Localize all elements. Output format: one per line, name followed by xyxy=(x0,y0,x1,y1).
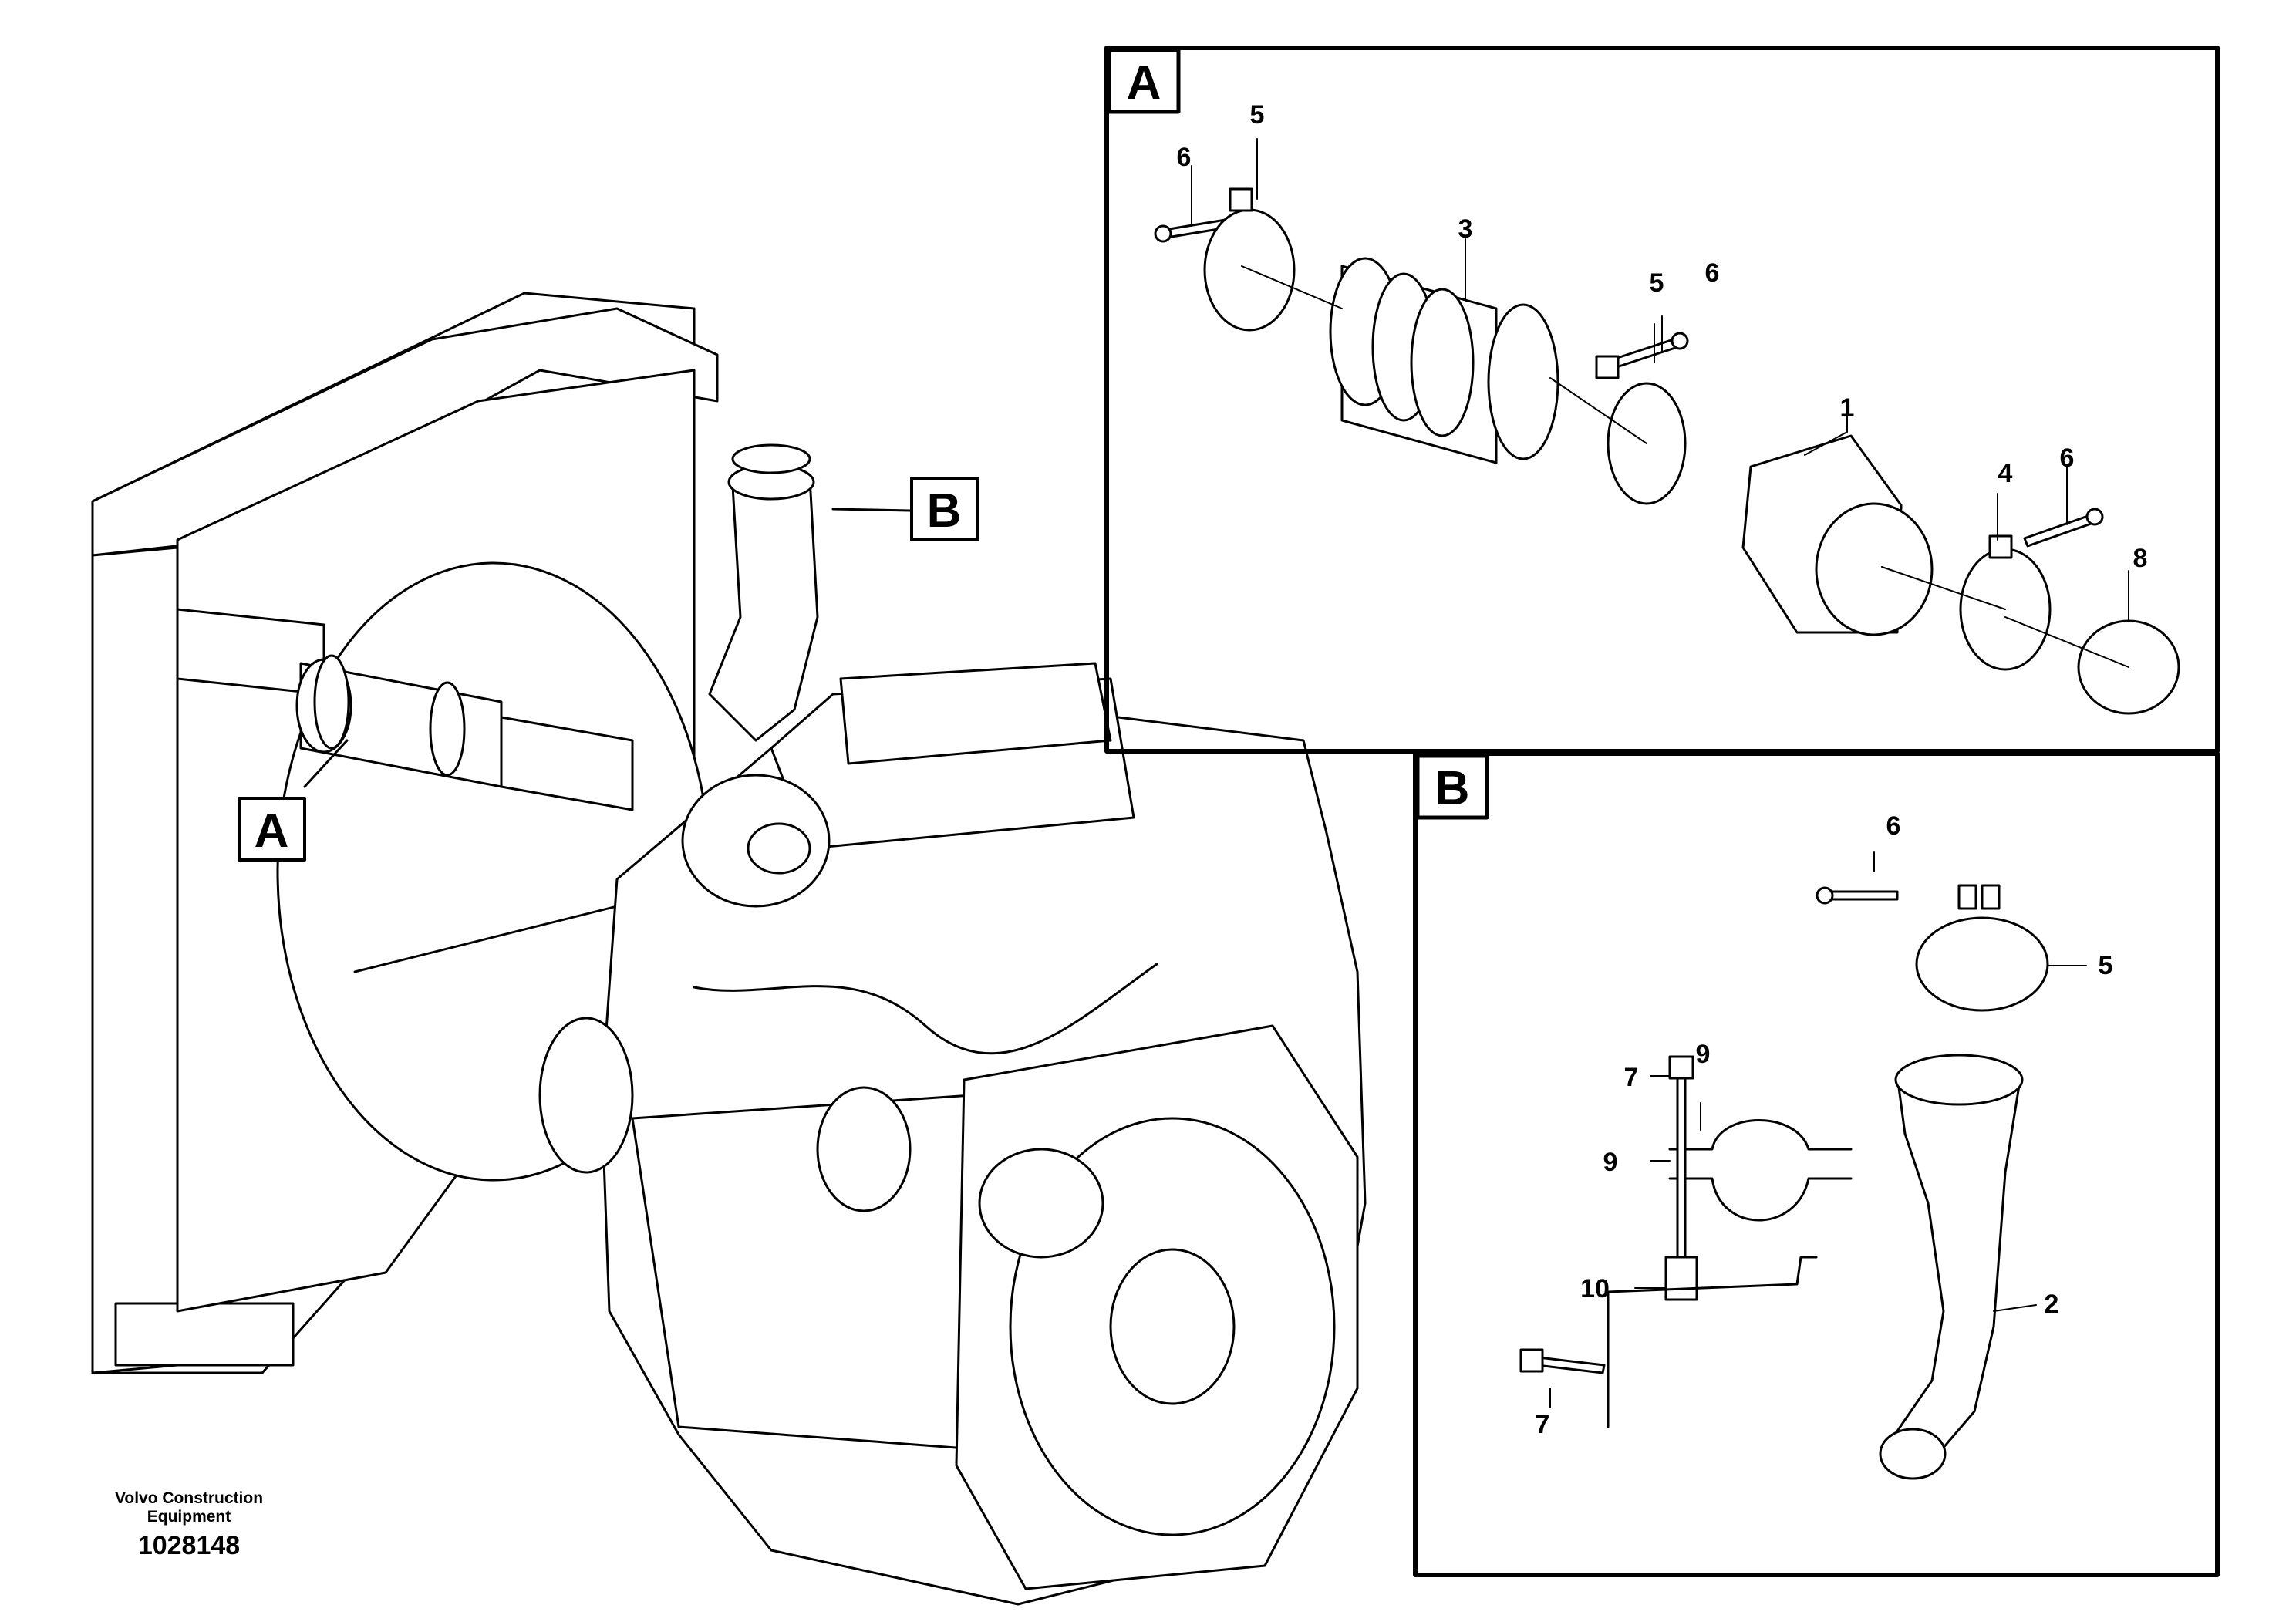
engine-assembly-drawing xyxy=(91,292,1367,1606)
callout-b xyxy=(910,477,979,541)
bolt-6-b xyxy=(1826,890,1899,901)
item-number: 8 xyxy=(2133,544,2148,573)
callout-a-label: A xyxy=(255,804,289,858)
wiring-harness xyxy=(693,963,1158,1055)
oil-filter xyxy=(978,1148,1104,1259)
starter-motor xyxy=(816,1086,912,1212)
pipe-b xyxy=(708,477,819,742)
company-name: Volvo Construction Equipment xyxy=(85,1489,293,1526)
illustration-number: 1028148 xyxy=(137,1531,241,1560)
radiator-bracket xyxy=(114,1302,295,1367)
bracket-10-block xyxy=(1664,1256,1698,1301)
pipe-2 xyxy=(1888,1074,2022,1467)
detail-b-frame xyxy=(1413,751,2220,1577)
item-number: 2 xyxy=(2045,1290,2059,1319)
item-number: 6 xyxy=(2060,443,2075,473)
item-number: 5 xyxy=(1650,268,1664,298)
item-number: 5 xyxy=(1250,100,1265,130)
bracket-10 xyxy=(1607,1256,1818,1428)
flywheel-hub xyxy=(1109,1248,1236,1405)
detail-b-leaders xyxy=(1549,851,2087,1408)
item-number: 9 xyxy=(1696,1040,1711,1069)
clamp-5-b xyxy=(1915,916,2049,1012)
item-number: 9 xyxy=(1603,1148,1618,1177)
turbo-outlet xyxy=(747,822,811,875)
engine-rocker-cover xyxy=(839,662,1112,765)
company-line-1: Volvo Construction xyxy=(114,1489,264,1507)
pipe-a-connector xyxy=(500,716,634,811)
clamp-9-lower xyxy=(1668,1177,1853,1222)
radiator-side-panel xyxy=(91,546,179,1374)
hose-3-end xyxy=(1487,303,1559,460)
item-number: 6 xyxy=(1886,811,1901,841)
pipe-a-clamp-2 xyxy=(429,681,466,777)
detail-b-tab xyxy=(1415,754,1489,820)
detail-a-tab-label: A xyxy=(1127,56,1161,110)
item-number: 4 xyxy=(1998,459,2013,488)
callout-a-pointer xyxy=(303,739,349,788)
company-line-2: Equipment xyxy=(147,1508,231,1526)
detail-a-leaders xyxy=(1191,138,2129,668)
item-number: 1 xyxy=(1840,393,1855,423)
item-number: 6 xyxy=(1177,143,1192,172)
item-number: 7 xyxy=(1536,1410,1550,1439)
item-number: 3 xyxy=(1458,214,1473,244)
detail-a-parts xyxy=(1154,138,2180,715)
item-number: 5 xyxy=(2099,951,2113,980)
detail-b-tab-label: B xyxy=(1435,762,1470,815)
item-number: 7 xyxy=(1624,1063,1639,1092)
item-number: 10 xyxy=(1580,1274,1610,1303)
pulley xyxy=(538,1017,634,1174)
pipe-2-bottom xyxy=(1879,1428,1947,1480)
pipe-b-clamp xyxy=(731,443,811,474)
detail-b-parts xyxy=(1519,851,2087,1480)
pipe-2-top xyxy=(1894,1054,2024,1106)
bolt-7-b1 xyxy=(1676,1074,1687,1282)
item-number: 6 xyxy=(1705,258,1720,288)
clamp-9-upper xyxy=(1668,1119,1853,1151)
engine-lower-housing xyxy=(631,1094,989,1452)
callout-b-label: B xyxy=(927,484,962,538)
bolt-6-a3 xyxy=(2023,514,2095,548)
pipe-a-clamp-1 xyxy=(313,654,350,750)
bolt-7-b2 xyxy=(1536,1356,1606,1374)
detail-a-tab xyxy=(1107,48,1181,114)
pipe-1-end xyxy=(1815,502,1934,636)
callout-a xyxy=(238,797,306,862)
callout-b-pointer xyxy=(831,508,912,512)
